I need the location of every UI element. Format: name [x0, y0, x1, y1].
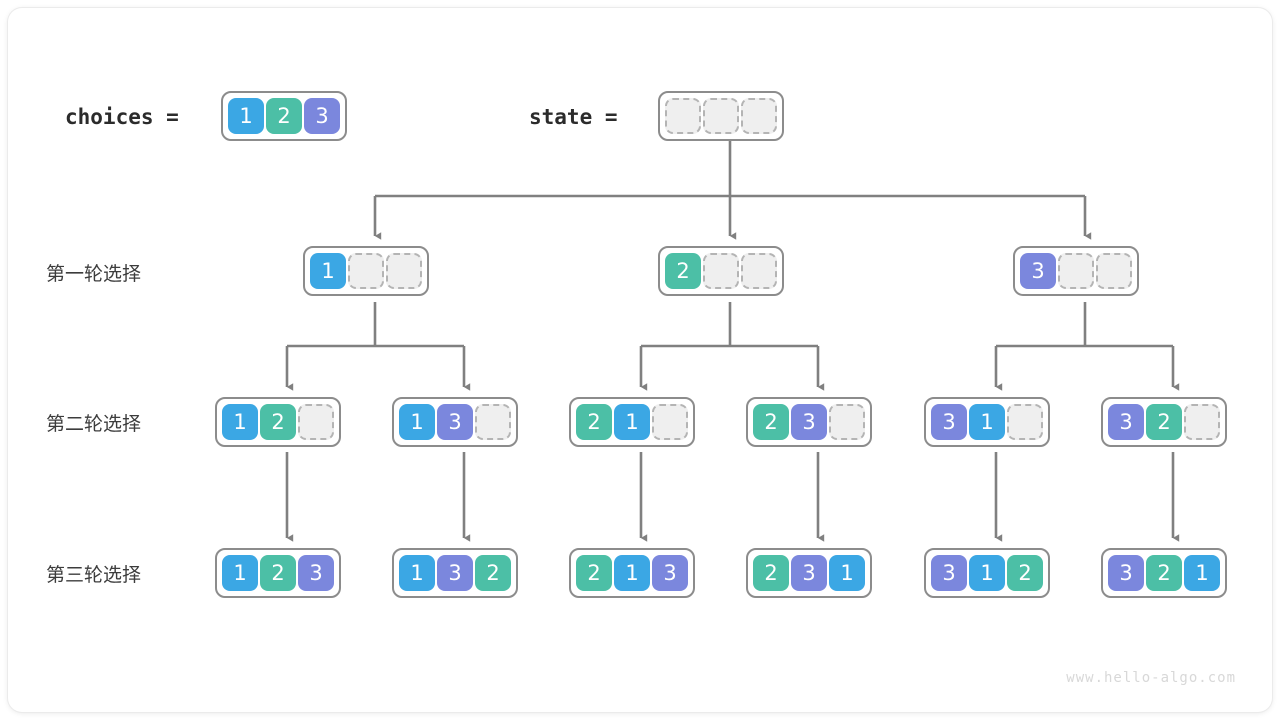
- array-cell-filled: 1: [1184, 555, 1220, 591]
- array-cell-filled: 1: [399, 555, 435, 591]
- array-cell-empty: [829, 404, 865, 440]
- array-cell-filled: 1: [614, 555, 650, 591]
- array-cell-filled: 2: [576, 404, 612, 440]
- array-cell-filled: 2: [475, 555, 511, 591]
- array-cell-filled: 1: [222, 555, 258, 591]
- array-cell-empty: [1058, 253, 1094, 289]
- array-cell-filled: 1: [399, 404, 435, 440]
- array-cell-filled: 2: [665, 253, 701, 289]
- array-cell-filled: 2: [1146, 555, 1182, 591]
- choices-label: choices =: [65, 105, 179, 129]
- array-cell-empty: [1184, 404, 1220, 440]
- array-cell-empty: [475, 404, 511, 440]
- tree-node-r1-c2: 3: [1013, 246, 1139, 296]
- array-cell-filled: 3: [931, 555, 967, 591]
- array-cell-empty: [348, 253, 384, 289]
- row-label-round-3: 第三轮选择: [46, 564, 142, 586]
- array-cell-filled: 2: [753, 555, 789, 591]
- array-cell-filled: 3: [1108, 404, 1144, 440]
- array-cell-filled: 3: [304, 98, 340, 134]
- state-label: state =: [529, 105, 618, 129]
- array-cell-filled: 2: [260, 555, 296, 591]
- array-cell-filled: 3: [652, 555, 688, 591]
- array-cell-filled: 2: [753, 404, 789, 440]
- array-cell-filled: 1: [829, 555, 865, 591]
- array-cell-filled: 2: [576, 555, 612, 591]
- array-cell-filled: 3: [437, 555, 473, 591]
- array-cell-filled: 1: [310, 253, 346, 289]
- array-cell-empty: [298, 404, 334, 440]
- array-cell-filled: 3: [791, 555, 827, 591]
- array-cell-empty: [386, 253, 422, 289]
- array-cell-empty: [1096, 253, 1132, 289]
- array-cell-filled: 1: [614, 404, 650, 440]
- tree-node-r1-c0: 1: [303, 246, 429, 296]
- array-cell-filled: 2: [266, 98, 302, 134]
- array-cell-empty: [741, 253, 777, 289]
- row-label-round-2: 第二轮选择: [46, 413, 142, 435]
- array-cell-empty: [703, 98, 739, 134]
- array-cell-empty: [652, 404, 688, 440]
- array-cell-filled: 3: [791, 404, 827, 440]
- array-cell-filled: 1: [222, 404, 258, 440]
- array-cell-filled: 3: [931, 404, 967, 440]
- array-cell-empty: [741, 98, 777, 134]
- array-cell-filled: 3: [1108, 555, 1144, 591]
- array-cell-filled: 3: [1020, 253, 1056, 289]
- array-cell-empty: [703, 253, 739, 289]
- array-cell-filled: 2: [1146, 404, 1182, 440]
- edge-layer: [285, 140, 1180, 542]
- row-label-round-1: 第一轮选择: [46, 263, 142, 285]
- array-cell-filled: 1: [969, 404, 1005, 440]
- array-cell-filled: 2: [1007, 555, 1043, 591]
- state-array: [658, 91, 784, 141]
- array-cell-filled: 3: [437, 404, 473, 440]
- array-cell-filled: 1: [228, 98, 264, 134]
- watermark: www.hello-algo.com: [1066, 670, 1236, 686]
- array-cell-empty: [1007, 404, 1043, 440]
- array-cell-empty: [665, 98, 701, 134]
- tree-node-r1-c1: 2: [658, 246, 784, 296]
- array-cell-filled: 1: [969, 555, 1005, 591]
- array-cell-filled: 3: [298, 555, 334, 591]
- array-cell-filled: 2: [260, 404, 296, 440]
